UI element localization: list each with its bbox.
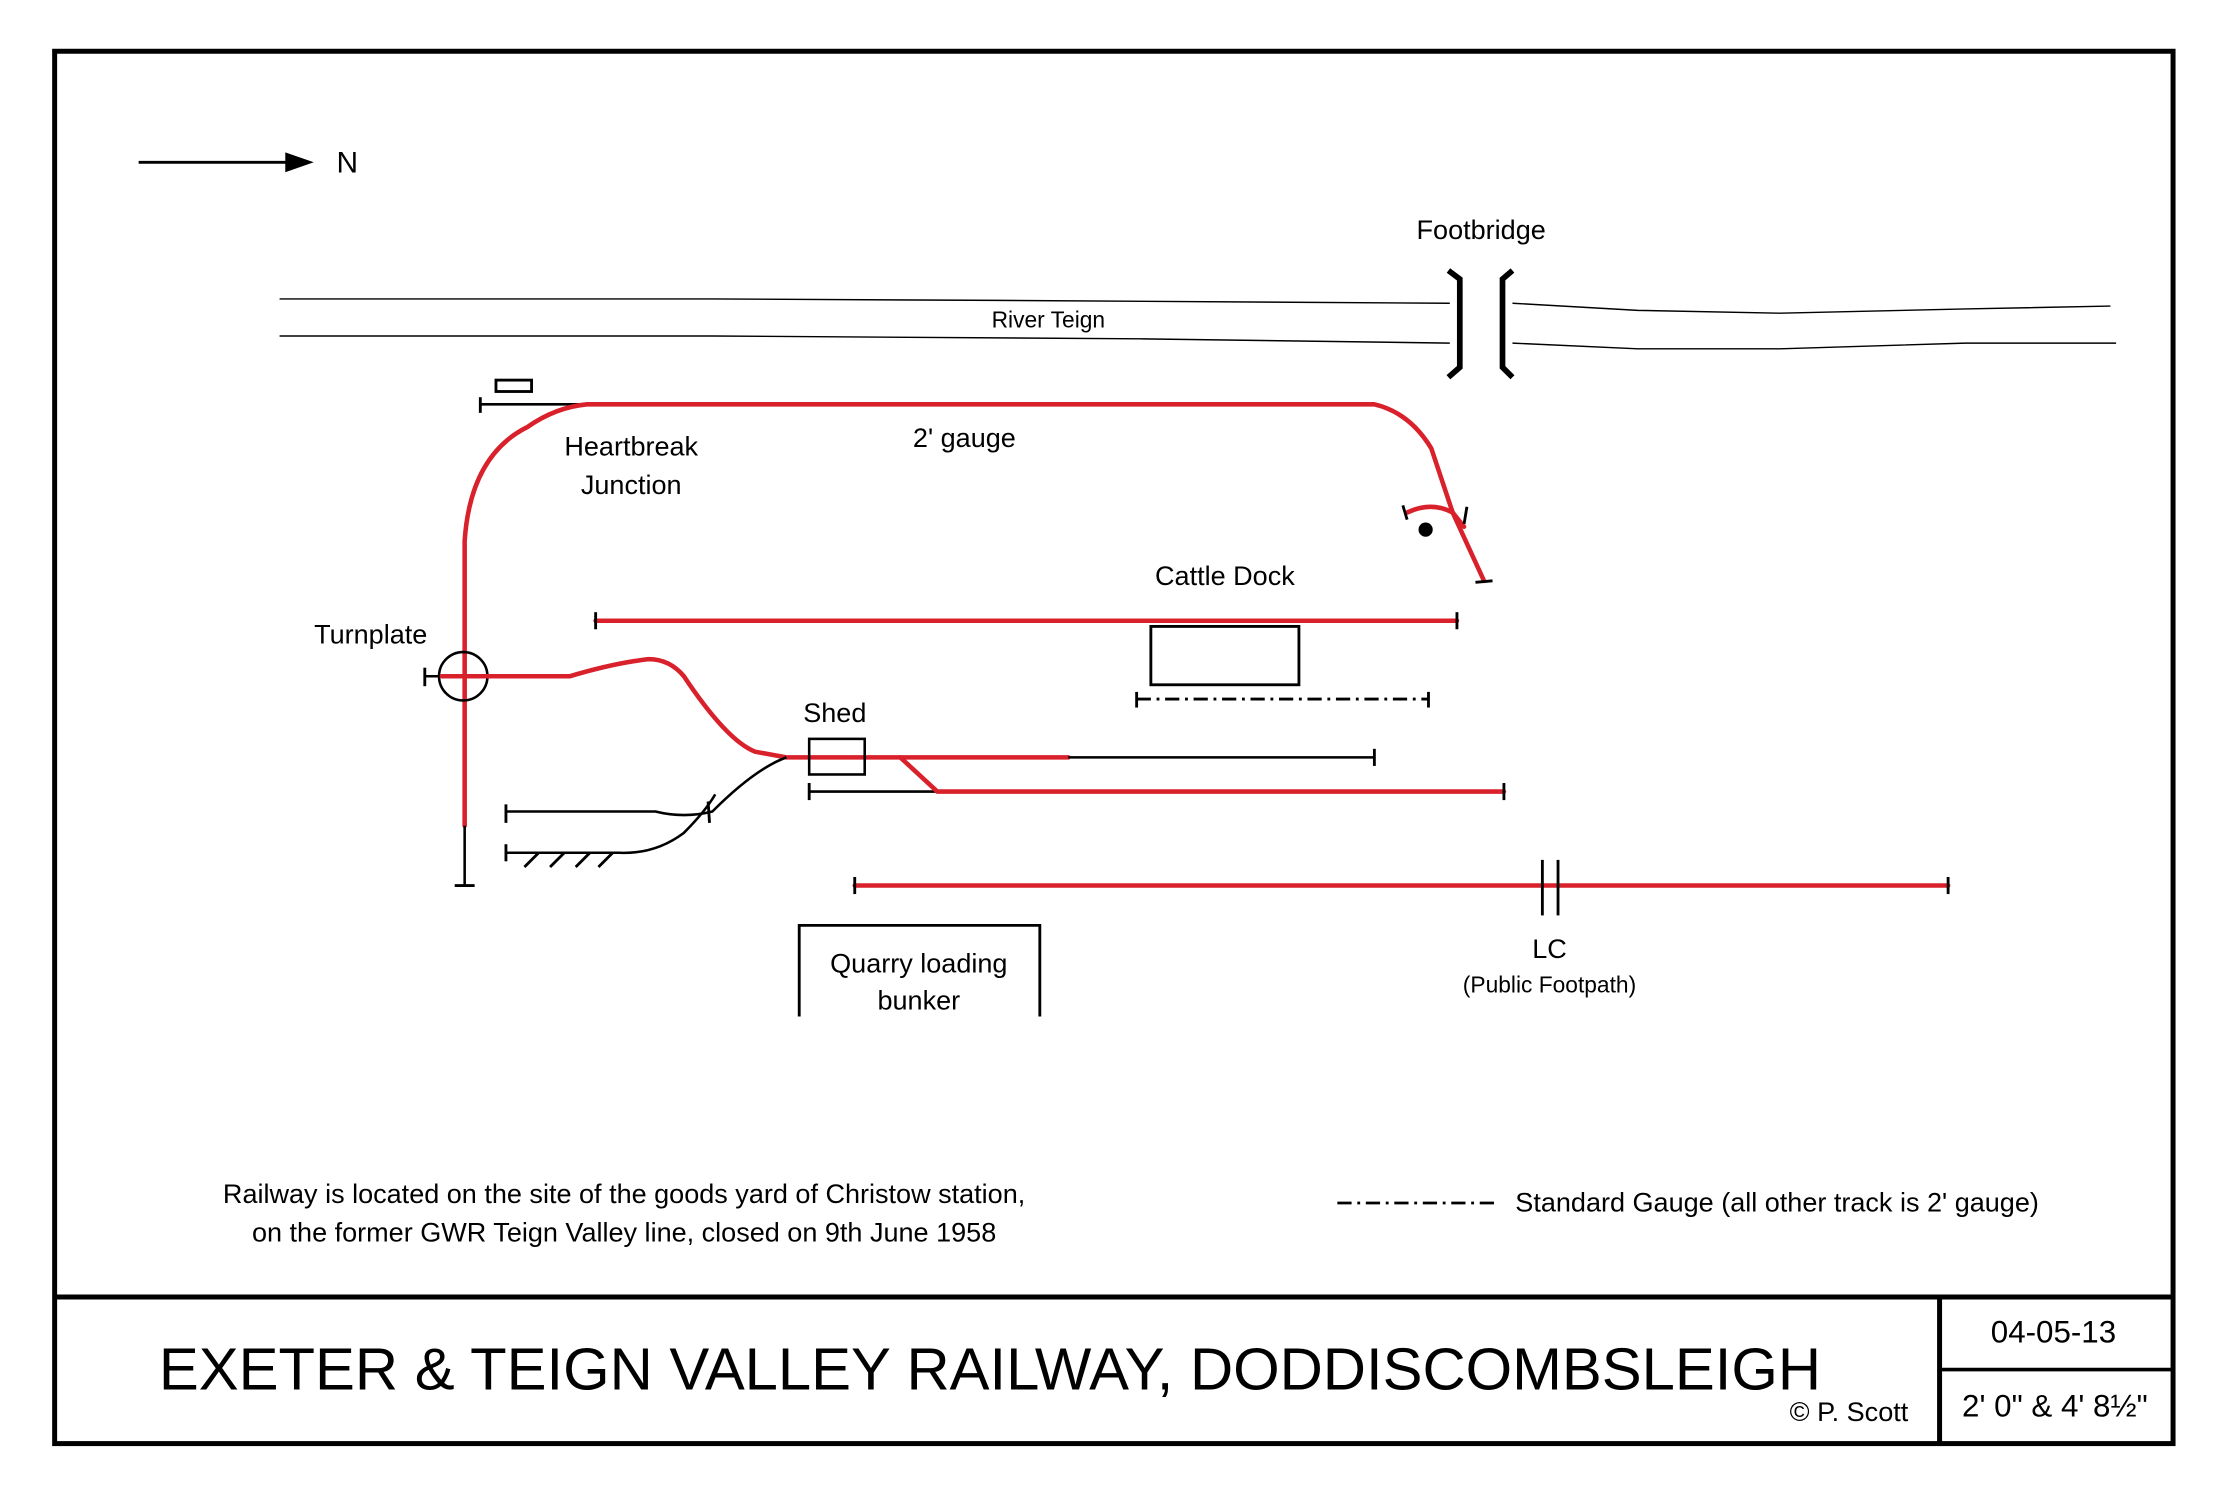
river-teign <box>279 298 2117 350</box>
level-crossing-icon <box>1540 859 1560 916</box>
cattle-dock-platform <box>1149 624 1301 687</box>
buffer-stop <box>1475 579 1493 584</box>
buffer-stop <box>1401 504 1409 521</box>
shed-label: Shed <box>803 698 866 728</box>
quarry-bunker-outline <box>797 923 1042 1017</box>
shed-approach-track <box>439 656 1071 760</box>
footbridge-icon <box>1446 268 1515 380</box>
heartbreak-label-line2: Junction <box>581 470 682 500</box>
quarry-bunker-label-line2: bunker <box>877 985 960 1015</box>
signal-post-icon <box>1418 522 1433 537</box>
heartbreak-label-line1: Heartbreak <box>564 432 698 462</box>
legend-standard-gauge-label: Standard Gauge (all other track is 2' ga… <box>1515 1188 2039 1218</box>
copyright-label: © P. Scott <box>1790 1397 1909 1427</box>
shed-building <box>807 737 866 776</box>
black-siding-upper <box>505 756 787 817</box>
spur-track <box>1404 504 1467 530</box>
level-crossing-sublabel: (Public Footpath) <box>1463 971 1636 997</box>
north-label: N <box>337 146 359 179</box>
black-siding-lower <box>505 793 717 855</box>
long-siding-track <box>898 755 1507 794</box>
sheet-border <box>52 48 2176 1447</box>
gauge-spec: 2' 0" & 4' 8½" <box>1962 1389 2148 1424</box>
notes-line-2: on the former GWR Teign Valley line, clo… <box>252 1217 996 1247</box>
embankment-hatching <box>523 851 614 869</box>
point-mark <box>1462 506 1469 525</box>
gauge-note-label: 2' gauge <box>913 423 1016 453</box>
hut-icon <box>494 378 533 393</box>
drawing-date: 04-05-13 <box>1991 1315 2116 1350</box>
level-crossing-label: LC <box>1532 934 1567 964</box>
north-arrow-icon <box>138 152 314 173</box>
river-label: River Teign <box>992 306 1105 332</box>
main-loop-track <box>462 402 1487 829</box>
point-mark <box>706 801 711 823</box>
drawing-title: EXETER & TEIGN VALLEY RAILWAY, DODDISCOM… <box>159 1335 1821 1402</box>
cattle-dock-label: Cattle Dock <box>1155 561 1295 591</box>
footbridge-label: Footbridge <box>1417 215 1546 245</box>
quarry-bunker-label-line1: Quarry loading <box>830 948 1007 978</box>
turnplate-label: Turnplate <box>314 619 427 649</box>
notes-line-1: Railway is located on the site of the go… <box>223 1179 1025 1209</box>
